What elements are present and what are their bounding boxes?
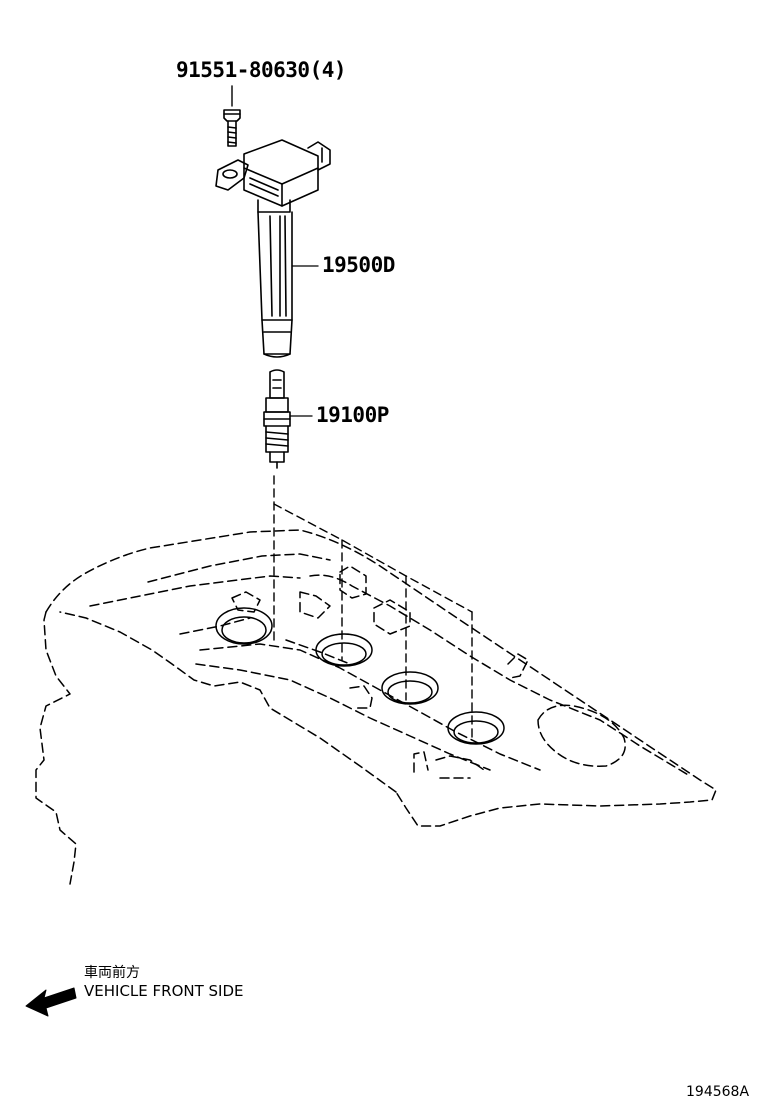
spark-plug-holes	[216, 608, 504, 744]
spark-plug-part-number[interactable]: 19100P	[316, 403, 389, 427]
spark-plug[interactable]	[264, 370, 290, 468]
cylinder-head	[36, 530, 716, 884]
bolt-part-number[interactable]: 91551-80630(4)	[176, 58, 347, 82]
bolt[interactable]	[224, 86, 240, 146]
front-direction-arrow	[26, 988, 76, 1016]
vehicle-front-label: VEHICLE FRONT SIDE	[84, 982, 244, 1000]
figure-number: 194568A	[686, 1084, 750, 1100]
ignition-coil-part-number[interactable]: 19500D	[322, 253, 395, 277]
leader-lines	[290, 266, 318, 416]
vehicle-front-label-japanese: 車両前方	[84, 965, 140, 981]
installation-guide-lines	[274, 476, 472, 740]
ignition-coil[interactable]	[216, 140, 330, 357]
